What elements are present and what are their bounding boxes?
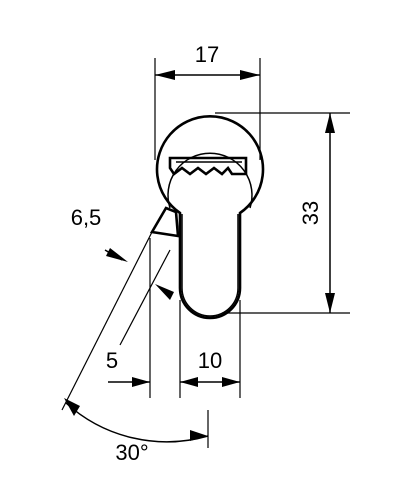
dim-33 (215, 112, 350, 314)
dim-6-5 (61, 231, 174, 411)
dim-5-label: 5 (106, 348, 118, 373)
dim-10-label: 10 (198, 348, 222, 373)
dim-10 (180, 377, 240, 387)
keyway (168, 156, 248, 176)
dim-angle-label: 30° (115, 440, 148, 465)
cam (149, 206, 180, 238)
dim-5 (108, 377, 150, 387)
cylinder-body (155, 115, 265, 320)
dim-33-label: 33 (298, 201, 323, 225)
dim-17 (154, 58, 261, 160)
dim-6-5-label: 6,5 (71, 205, 102, 230)
dim-17-label: 17 (195, 42, 219, 67)
dim-angle (64, 398, 209, 448)
